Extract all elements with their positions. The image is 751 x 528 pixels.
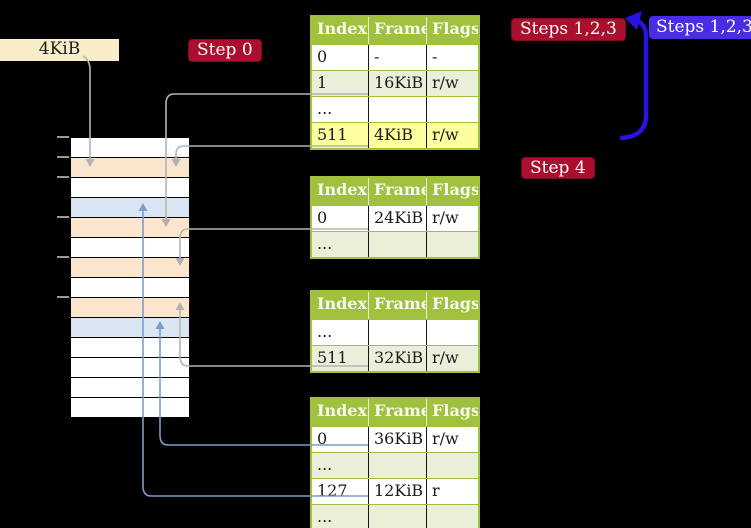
table-header-row: Index Frame Flags: [312, 399, 478, 426]
cell-frame: [368, 97, 426, 122]
page-table-level2: Index Frame Flags ... 511 32KiB r/w: [310, 290, 480, 373]
cell-flags: [426, 232, 478, 257]
memory-frame-row: [71, 317, 189, 337]
frame-tick-marks: [57, 136, 69, 298]
cell-flags: r/w: [426, 346, 478, 371]
cell-frame: -: [368, 45, 426, 70]
column-header-index: Index: [317, 19, 368, 38]
cell-index: 1: [317, 73, 328, 92]
memory-frame-row: [71, 177, 189, 197]
cell-index: 0: [317, 47, 328, 66]
memory-frame-row: [71, 138, 189, 157]
cell-index: ...: [317, 234, 333, 253]
cell-frame: 32KiB: [368, 346, 426, 371]
cell-flags: r/w: [426, 123, 478, 148]
memory-frame-row: [71, 337, 189, 357]
cell-flags: r/w: [426, 206, 478, 231]
physical-memory-column: [70, 137, 190, 418]
steps1234-label: Steps 1,2,3,4: [649, 16, 751, 39]
column-header-index: Index: [317, 294, 368, 313]
table-row: 0 - -: [312, 44, 478, 70]
page-table-level1: Index Frame Flags 0 36KiB r/w ... 127 12…: [310, 397, 480, 528]
memory-frame-row: [71, 217, 189, 237]
memory-frame-row: [71, 257, 189, 277]
cell-flags: [426, 97, 478, 122]
steps123-label: Steps 1,2,3: [511, 18, 626, 41]
cell-flags: [426, 453, 478, 478]
page-table-level3: Index Frame Flags 0 24KiB r/w ...: [310, 176, 480, 259]
cell-flags: r: [426, 479, 478, 504]
cell-frame: 12KiB: [368, 479, 426, 504]
frame-size-label: 4KiB: [0, 39, 119, 61]
table-row: 0 24KiB r/w: [312, 205, 478, 231]
recursive-entry-mark: [480, 133, 484, 138]
cell-flags: [426, 320, 478, 345]
cell-index: 0: [317, 429, 328, 448]
table-row: 511 32KiB r/w: [312, 345, 478, 371]
memory-frame-row: [71, 277, 189, 297]
cell-flags: r/w: [426, 71, 478, 96]
cell-frame: [368, 232, 426, 257]
cell-frame: [368, 453, 426, 478]
cell-index: 127: [317, 481, 348, 500]
table-row: 1 16KiB r/w: [312, 70, 478, 96]
cell-index: ...: [317, 322, 333, 341]
table-header-row: Index Frame Flags: [312, 17, 478, 44]
table-row-recursive-entry: 511 4KiB r/w: [312, 122, 478, 148]
cell-frame: 24KiB: [368, 206, 426, 231]
table-row: 0 36KiB r/w: [312, 426, 478, 452]
step0-label: Step 0: [188, 39, 262, 62]
column-header-index: Index: [317, 401, 368, 420]
step4-label: Step 4: [521, 157, 595, 179]
memory-frame-row: [71, 397, 189, 417]
page-table-level4: Index Frame Flags 0 - - 1 16KiB r/w ... …: [310, 15, 480, 150]
table-row: ...: [312, 504, 478, 528]
table-row: ...: [312, 96, 478, 122]
cell-index: 511: [317, 125, 348, 144]
table-header-row: Index Frame Flags: [312, 292, 478, 319]
cell-frame: 36KiB: [368, 427, 426, 452]
cell-flags: r/w: [426, 427, 478, 452]
memory-frame-row: [71, 237, 189, 257]
cell-index: ...: [317, 507, 333, 526]
column-header-flags: Flags: [426, 17, 478, 44]
table-row: ...: [312, 231, 478, 257]
table-row: ...: [312, 319, 478, 345]
cell-index: 511: [317, 348, 348, 367]
column-header-frame: Frame: [368, 292, 426, 319]
memory-frame-row: [71, 357, 189, 377]
column-header-frame: Frame: [368, 399, 426, 426]
cell-frame: [368, 320, 426, 345]
column-header-index: Index: [317, 180, 368, 199]
memory-frame-row: [71, 377, 189, 397]
cell-flags: -: [426, 45, 478, 70]
table-row: ...: [312, 452, 478, 478]
cell-flags: [426, 505, 478, 528]
cell-frame: 16KiB: [368, 71, 426, 96]
column-header-frame: Frame: [368, 17, 426, 44]
memory-frame-row: [71, 197, 189, 217]
cell-index: ...: [317, 99, 333, 118]
column-header-frame: Frame: [368, 178, 426, 205]
table-header-row: Index Frame Flags: [312, 178, 478, 205]
cell-index: ...: [317, 455, 333, 474]
memory-frame-row: [71, 297, 189, 317]
cell-frame: 4KiB: [368, 123, 426, 148]
memory-frame-row: [71, 157, 189, 177]
column-header-flags: Flags: [426, 399, 478, 426]
column-header-flags: Flags: [426, 178, 478, 205]
cell-frame: [368, 505, 426, 528]
column-header-flags: Flags: [426, 292, 478, 319]
cell-index: 0: [317, 208, 328, 227]
table-row: 127 12KiB r: [312, 478, 478, 504]
